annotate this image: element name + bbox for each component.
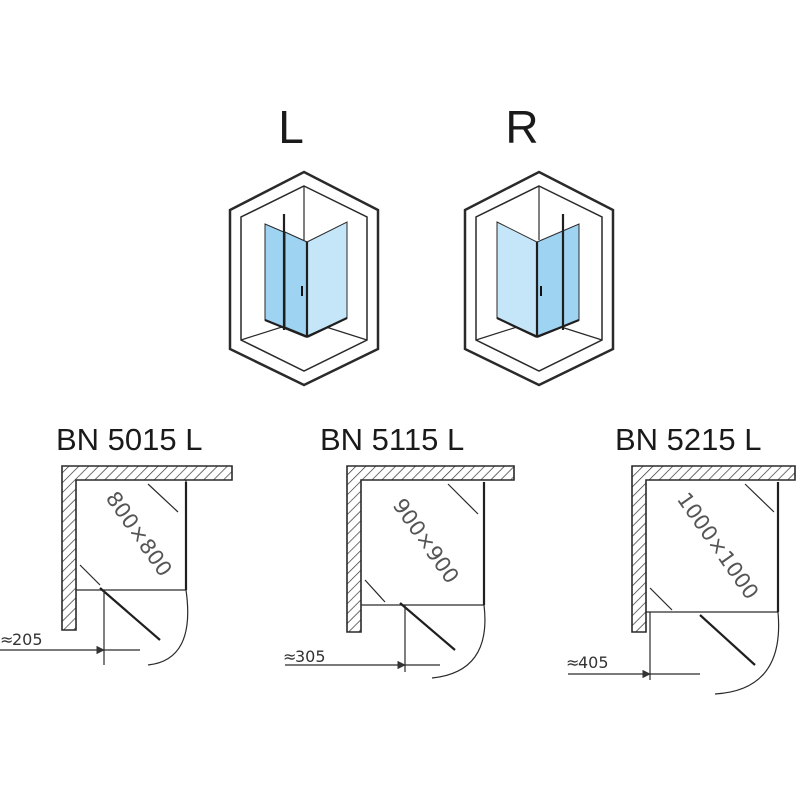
model-bn5115-plan: BN 5115 L 900×900 ≈ 305 bbox=[283, 422, 515, 679]
orientation-l-group: L bbox=[228, 101, 380, 387]
offset-value: 205 bbox=[12, 630, 43, 649]
room-l-illustration bbox=[228, 170, 380, 387]
approx-symbol: ≈ bbox=[566, 653, 579, 672]
approx-symbol: ≈ bbox=[0, 630, 13, 649]
offset-value: 305 bbox=[295, 647, 326, 666]
wall-section bbox=[631, 465, 796, 633]
wall-section bbox=[61, 465, 233, 631]
glass-panel-door bbox=[536, 223, 580, 337]
model-name: BN 5015 L bbox=[56, 422, 203, 457]
model-bn5215-plan: BN 5215 L 1000×1000 ≈ 405 bbox=[566, 422, 796, 695]
glass-panel-fixed bbox=[306, 221, 348, 337]
dimension-label: 800×800 bbox=[101, 487, 177, 581]
orientation-r-group: R bbox=[463, 101, 615, 387]
room-r-illustration bbox=[463, 170, 615, 387]
model-name: BN 5115 L bbox=[320, 422, 464, 457]
approx-symbol: ≈ bbox=[283, 647, 296, 666]
offset-value: 405 bbox=[578, 653, 609, 672]
model-name: BN 5215 L bbox=[615, 422, 762, 457]
dimension-label: 900×900 bbox=[388, 494, 464, 588]
wall-section bbox=[346, 465, 515, 633]
model-bn5015-plan: BN 5015 L 800×800 ≈ 205 bbox=[0, 422, 233, 666]
orientation-l-label: L bbox=[278, 101, 304, 153]
orientation-r-label: R bbox=[505, 101, 538, 153]
dimension-label: 1000×1000 bbox=[672, 488, 763, 604]
glass-panel-fixed bbox=[496, 221, 538, 337]
